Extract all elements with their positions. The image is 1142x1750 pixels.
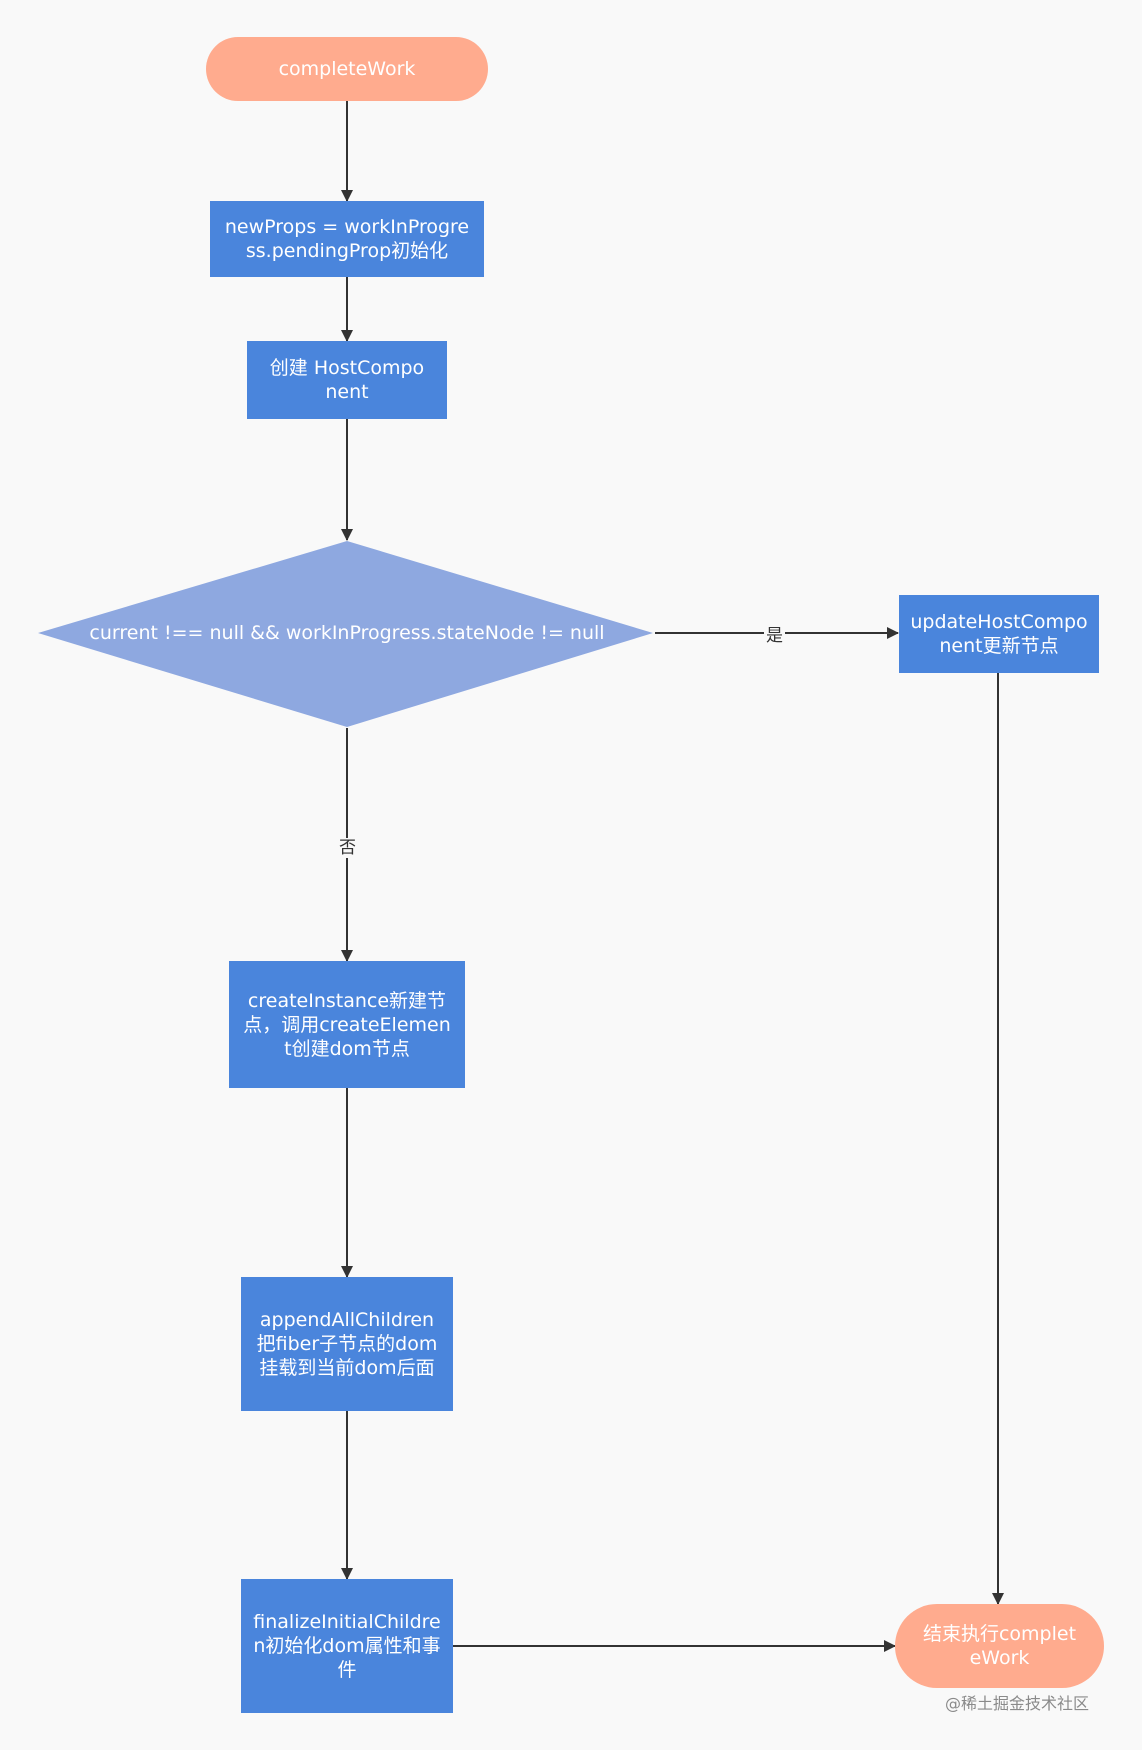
end-node: 结束执行completeWork	[895, 1604, 1104, 1688]
update-host-label: updateHostComponent更新节点	[910, 611, 1088, 657]
decision-diamond	[38, 541, 653, 727]
finalize-label: finalizeInitialChildren初始化dom属性和事件	[253, 1611, 441, 1681]
no-edge-label: 否	[337, 838, 358, 858]
init-props-label: newProps = workInProgress.pendingProp初始化	[224, 216, 470, 262]
watermark: @稀土掘金技术社区	[945, 1694, 1090, 1713]
create-host-label: 创建 HostComponent	[269, 357, 425, 403]
start-node: completeWork	[206, 37, 488, 101]
create-instance-label: createInstance新建节点，调用createElement创建dom节…	[243, 989, 451, 1060]
yes-edge-label: 是	[764, 626, 785, 646]
append-children-label: appendAllChildren把fiber子节点的dom挂载到当前dom后面	[256, 1309, 438, 1379]
finalize-node: finalizeInitialChildren初始化dom属性和事件	[241, 1579, 453, 1713]
create-host-node: 创建 HostComponent	[247, 341, 447, 419]
end-label: 结束执行completeWork	[922, 1623, 1077, 1669]
append-children-node: appendAllChildren把fiber子节点的dom挂载到当前dom后面	[241, 1277, 453, 1411]
update-host-node: updateHostComponent更新节点	[899, 595, 1099, 673]
decision-label: current !== null && workInProgress.state…	[89, 622, 605, 644]
create-instance-node: createInstance新建节点，调用createElement创建dom节…	[229, 961, 465, 1088]
init-props-node: newProps = workInProgress.pendingProp初始化	[210, 201, 484, 277]
start-label: completeWork	[278, 58, 416, 80]
